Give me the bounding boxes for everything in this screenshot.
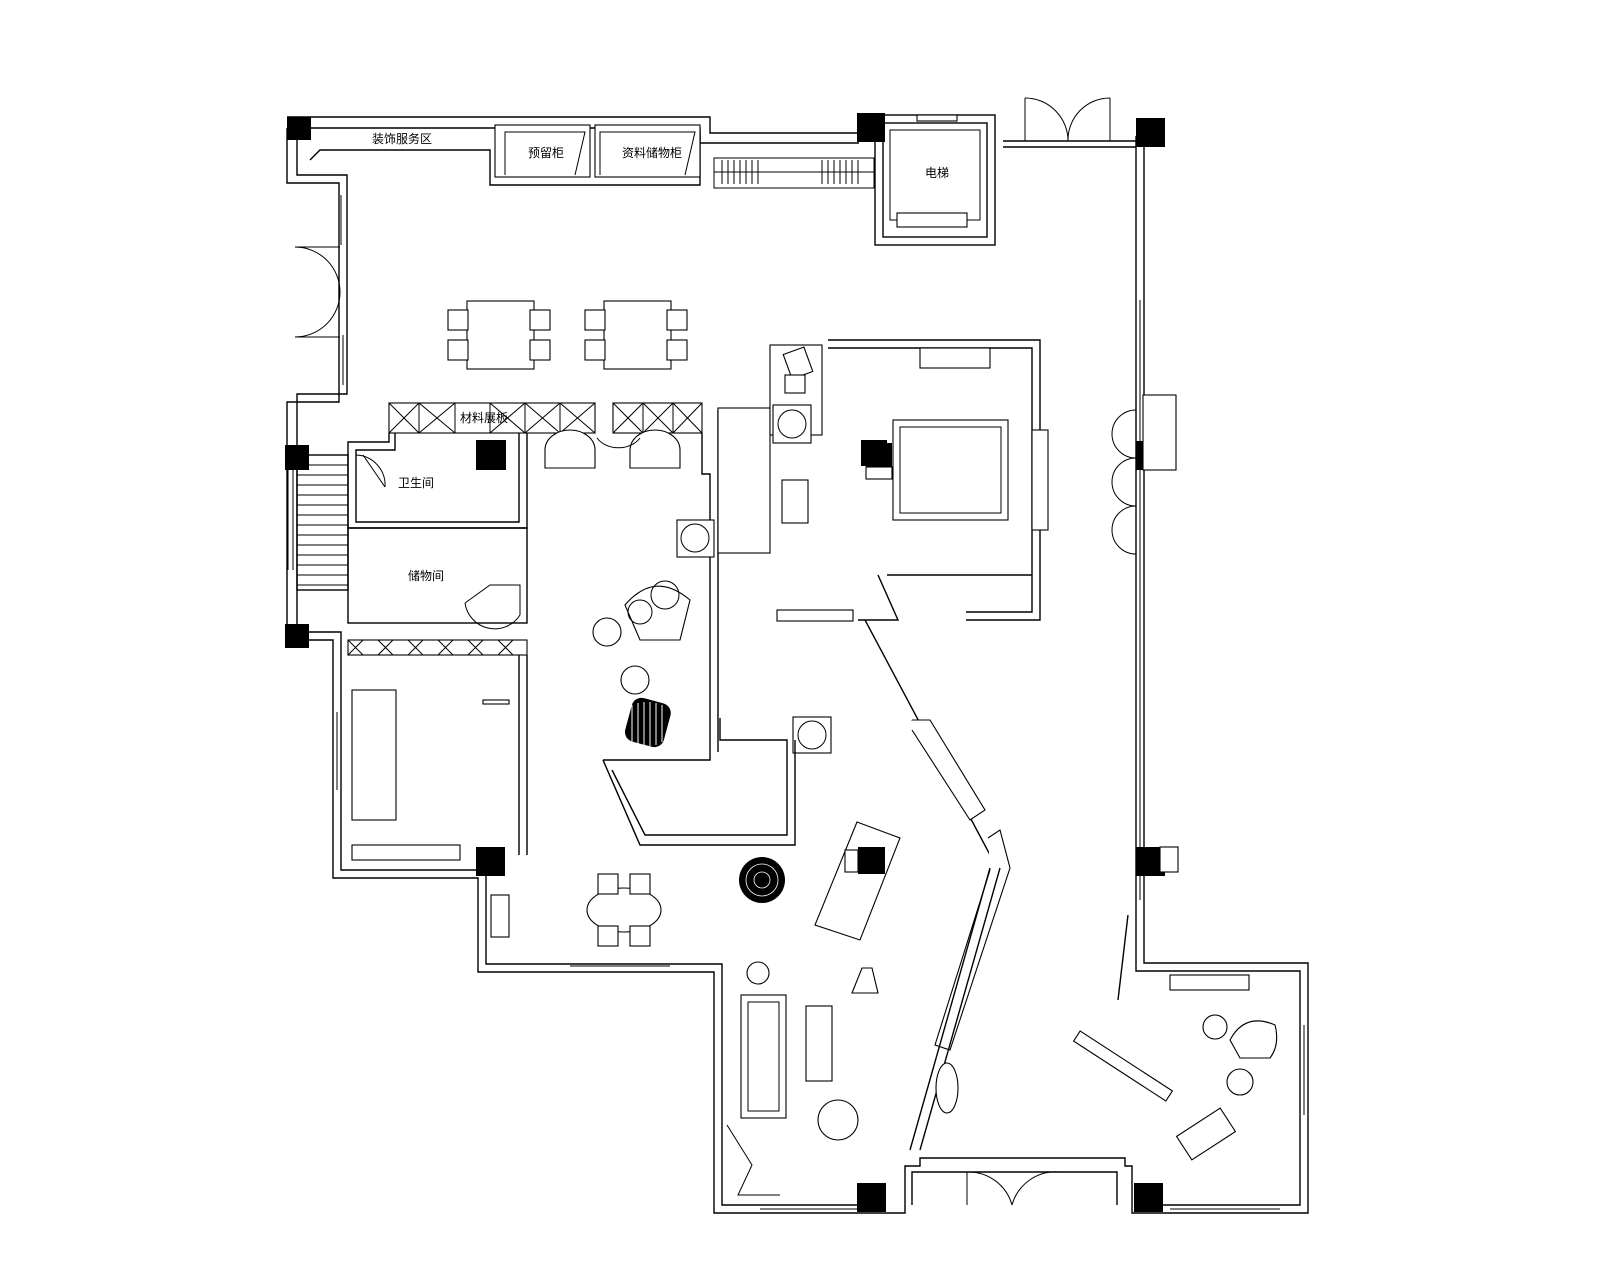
side-tables [676, 404, 832, 754]
label-elevator: 电梯 [925, 166, 949, 180]
reception-counter [602, 718, 796, 846]
diagonal-wall [864, 619, 1011, 1151]
lower-left-room [347, 639, 528, 861]
entry-door-top [1024, 97, 1111, 142]
label-powder-room: 卫生间 [398, 476, 434, 490]
left-doors [294, 246, 341, 338]
dining-set-2 [584, 300, 688, 370]
label-reception: 装饰服务区 [372, 131, 432, 146]
label-material-shelf: 材料展板 [460, 411, 508, 425]
round-rug [739, 857, 785, 903]
label-sample-cabinet: 预留柜 [528, 146, 564, 160]
right-lounge [1072, 914, 1278, 1161]
structural-columns [285, 113, 1165, 1212]
staircase [296, 454, 349, 591]
lounge-chairs-top [544, 429, 681, 469]
island-table [814, 821, 901, 941]
dining-set-1 [447, 300, 551, 370]
outer-walls [286, 116, 1309, 1214]
material-shelf [388, 402, 703, 434]
label-wood-cabinet: 资料储物柜 [622, 145, 682, 160]
top-cabinets [309, 124, 875, 189]
lower-living [726, 961, 959, 1196]
oval-dining [490, 873, 662, 947]
armchair-set [592, 580, 691, 748]
bedroom [776, 339, 1049, 622]
elevator [874, 114, 996, 246]
bottom-entry-door [966, 1171, 1059, 1206]
label-storage-room: 储物间 [408, 568, 444, 583]
right-doors [1111, 394, 1179, 873]
